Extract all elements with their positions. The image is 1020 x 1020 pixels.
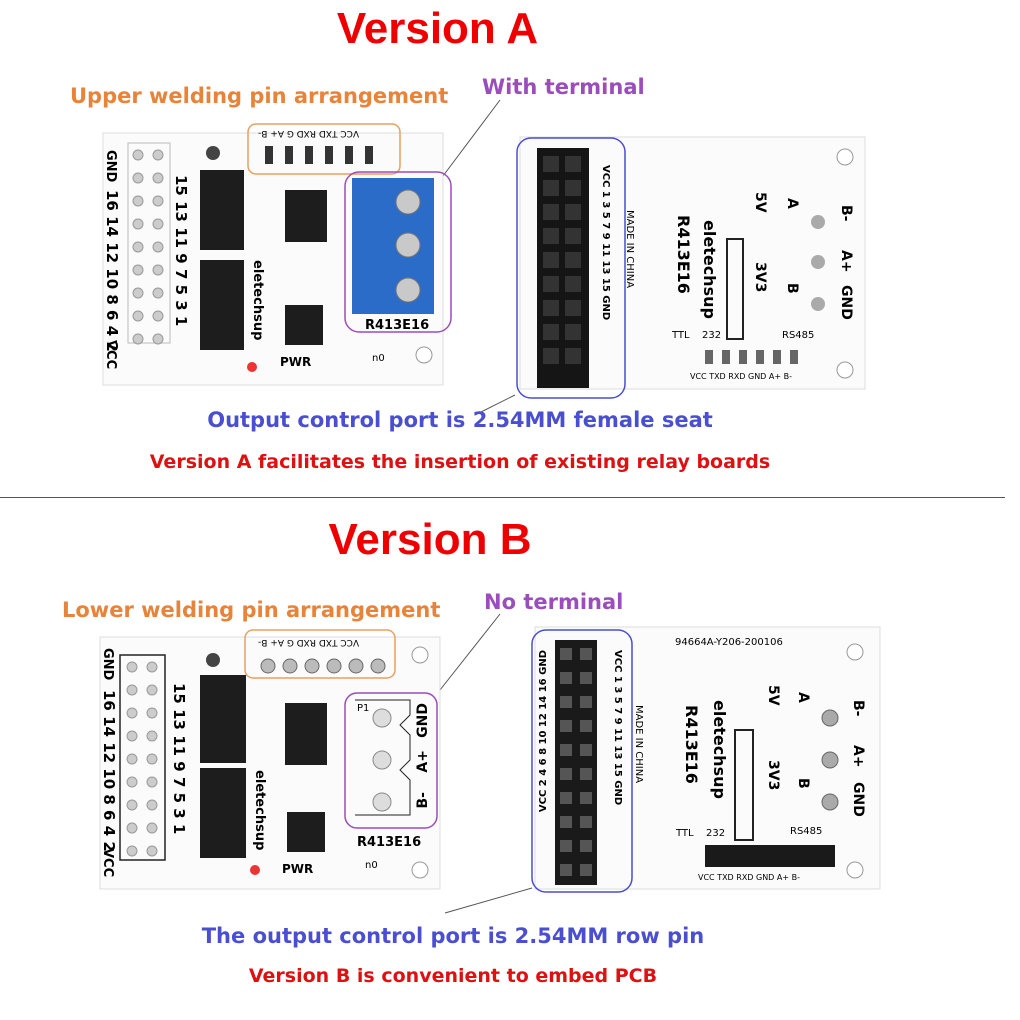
version-a-back-board — [474, 136, 866, 416]
version-b-jumper-b: B — [795, 778, 811, 789]
version-a-caption-use: Version A facilitates the insertion of e… — [149, 451, 771, 473]
version-a-jumper-b: B — [784, 283, 800, 294]
version-b-rs485: RS485 — [790, 826, 823, 837]
version-a-back-right-pins: VCC 1 3 5 7 9 11 13 15 GND — [600, 165, 611, 321]
version-b-model: R413E16 — [357, 835, 422, 850]
version-b-term-a-back: A+ — [850, 745, 866, 768]
version-a-header-bottom: VCC TXD RXD GND A+ B- — [690, 372, 792, 381]
version-b-232: 232 — [706, 828, 726, 839]
version-b-title: Version B — [328, 515, 532, 564]
version-b-pin-note: Lower welding pin arrangement — [62, 598, 441, 622]
version-b-serial: 94664A-Y206-200106 — [675, 637, 783, 648]
version-a-term-a: A+ — [838, 250, 854, 273]
version-a-232: 232 — [702, 330, 722, 341]
version-a-rs485: RS485 — [782, 330, 815, 341]
version-a-n0: n0 — [372, 353, 385, 364]
version-b-brand: eletechsup — [252, 770, 267, 851]
version-b-caption-port: The output control port is 2.54MM row pi… — [201, 924, 705, 948]
version-a-side-gnd: GND — [103, 150, 118, 183]
version-b-term-b-back: B- — [850, 700, 866, 717]
version-a-term-gnd: GND — [838, 285, 854, 320]
version-b-n0: n0 — [365, 860, 378, 871]
version-a-3v3: 3V3 — [752, 262, 768, 293]
section-divider — [0, 497, 1005, 498]
version-b-jumper-a: A — [795, 692, 811, 703]
version-a-term-b: B- — [838, 205, 854, 222]
version-a-caption-port: Output control port is 2.54MM female sea… — [207, 408, 713, 432]
version-b-ttl: TTL — [676, 828, 694, 839]
version-b-3v3: 3V3 — [765, 760, 781, 791]
version-a-side-pins-right: 15 13 11 9 7 5 3 1 — [172, 175, 190, 327]
version-a-front-board — [102, 99, 501, 386]
version-b-terminal-note: No terminal — [484, 590, 624, 614]
version-b-caption-use: Version B is convenient to embed PCB — [248, 965, 658, 987]
version-b-back-left-pins: VCC 2 4 6 8 10 12 14 16 GND — [538, 650, 549, 813]
version-b-header-bottom: VCC TXD RXD GND A+ B- — [698, 873, 800, 882]
version-a-made-in: MADE IN CHINA — [624, 210, 635, 289]
version-b-side-pins-right: 15 13 11 9 7 5 3 1 — [170, 683, 188, 835]
version-a-model: R413E16 — [365, 318, 430, 333]
version-a-jumper-a: A — [784, 198, 800, 209]
version-a-pin-note: Upper welding pin arrangement — [70, 84, 449, 108]
version-b-pwr: PWR — [282, 862, 314, 876]
version-a-side-pins-left: 16 14 12 10 8 6 4 2 — [103, 190, 121, 352]
version-b-side-vcc: VCC — [100, 848, 115, 878]
version-b-side-gnd: GND — [100, 648, 115, 681]
version-a-back-model: R413E16 — [674, 215, 693, 294]
version-b-side-pins-left: 16 14 12 10 8 6 4 2 — [100, 690, 118, 852]
version-a-5v: 5V — [752, 192, 768, 213]
version-b-5v: 5V — [765, 685, 781, 706]
version-b-back-brand: eletechsup — [710, 700, 729, 799]
version-b-made-in: MADE IN CHINA — [633, 705, 644, 784]
version-a-terminal-note: With terminal — [482, 75, 645, 99]
version-b-p1: P1 — [357, 703, 370, 714]
version-a-pwr: PWR — [280, 355, 312, 369]
version-a-brand: eletechsup — [250, 260, 265, 341]
version-a-back-brand: eletechsup — [700, 220, 719, 319]
version-a-title: Version A — [336, 4, 539, 53]
version-b-term-gnd-back: GND — [850, 782, 866, 817]
version-a-ttl: TTL — [672, 330, 690, 341]
version-a-side-vcc: VCC — [103, 340, 118, 370]
version-b-back-model: R413E16 — [682, 705, 701, 784]
version-b-back-right-pins: VCC 1 3 5 7 9 11 13 15 GND — [612, 650, 623, 806]
